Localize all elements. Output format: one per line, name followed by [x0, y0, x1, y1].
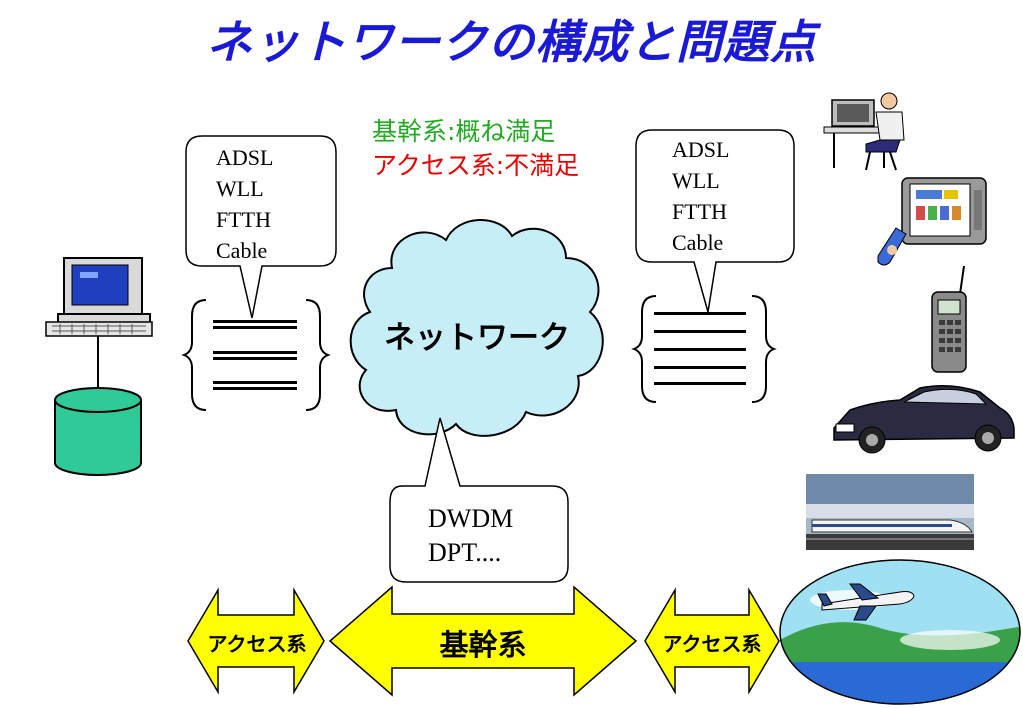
right-access-arrow-label: アクセス系	[662, 632, 762, 656]
left-access-callout	[185, 135, 337, 319]
right-callout-line: FTTH	[672, 199, 727, 224]
right-callout-line: ADSL	[672, 137, 730, 162]
core-status: 基幹系:概ね満足	[372, 117, 556, 146]
backbone-callout-line: DWDM	[428, 504, 514, 533]
core-arrow	[328, 585, 638, 697]
slide-title: ネットワークの構成と問題点	[206, 15, 817, 69]
backbone-callout-line: DPT....	[428, 538, 502, 567]
right-callout-text: ADSL WLL FTTH Cable	[672, 134, 729, 258]
left-callout-line: WLL	[216, 176, 264, 201]
backbone-callout	[389, 417, 569, 583]
database-icon	[54, 387, 142, 476]
airplane-icon	[779, 559, 1021, 705]
bullet-train-icon	[806, 474, 974, 550]
left-callout-line: ADSL	[216, 145, 274, 170]
right-access-callout	[635, 129, 795, 313]
tv-remote-icon	[877, 177, 987, 266]
backbone-callout-text: DWDM DPT....	[428, 502, 513, 570]
left-callout-line: Cable	[216, 238, 268, 263]
office-worker-icon	[823, 92, 905, 171]
right-access-lines	[631, 295, 777, 403]
mobile-phone-icon	[931, 265, 967, 373]
desktop-computer-icon	[45, 257, 153, 337]
access-status: アクセス系:不満足	[372, 151, 580, 180]
left-callout-text: ADSL WLL FTTH Cable	[216, 142, 273, 266]
left-access-arrow-label: アクセス系	[207, 632, 307, 656]
left-callout-line: FTTH	[216, 207, 271, 232]
left-access-arrow	[187, 587, 325, 695]
network-cloud	[349, 219, 604, 437]
left-access-lines	[181, 299, 331, 411]
right-callout-line: Cable	[672, 230, 724, 255]
right-callout-line: WLL	[672, 168, 720, 193]
core-arrow-label: 基幹系	[439, 628, 527, 662]
car-icon	[833, 385, 1015, 454]
right-access-arrow	[644, 587, 780, 695]
cloud-label: ネットワーク	[384, 320, 570, 356]
